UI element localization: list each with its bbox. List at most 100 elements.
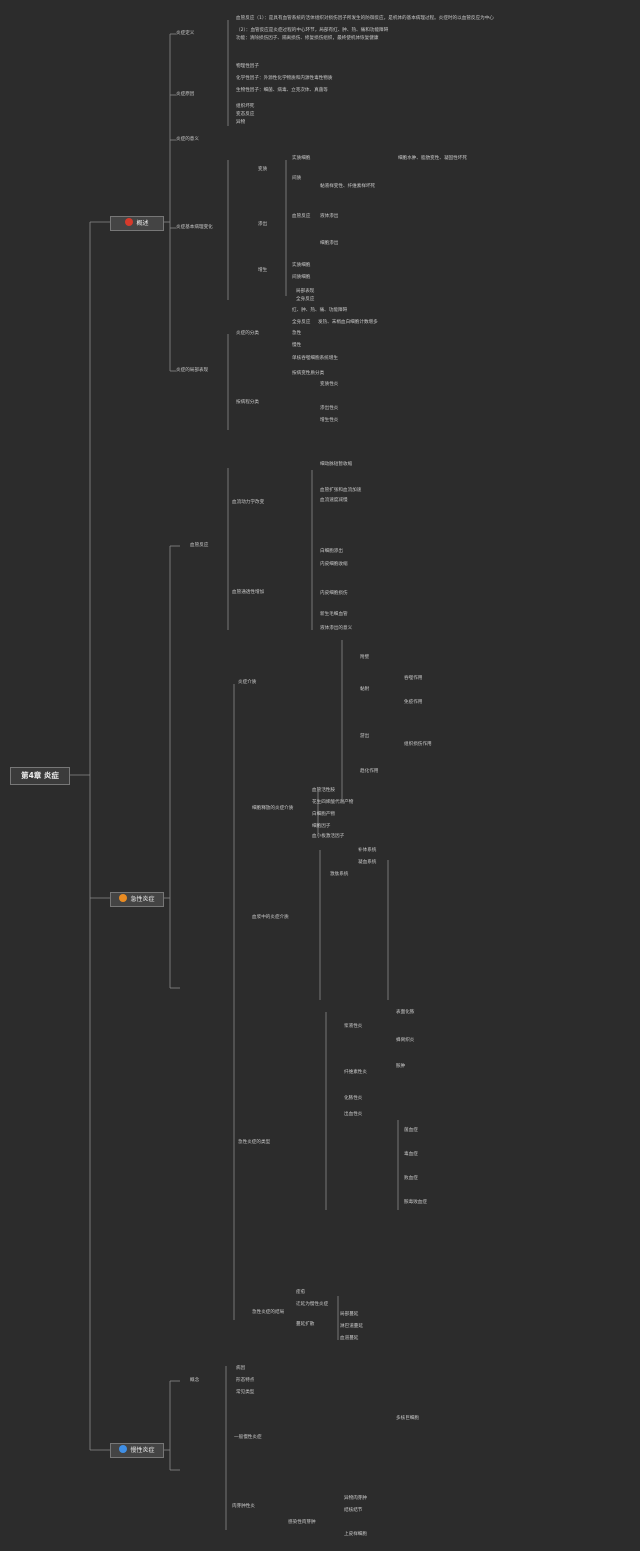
topic-node[interactable]: 形态特点 (236, 1378, 255, 1383)
topic-node[interactable]: 白细胞渗出 (320, 549, 343, 554)
topic-node[interactable]: 血浆中的炎症介质 (252, 915, 289, 920)
topic-node[interactable]: 化学性因子：外源性化学物质和内源性毒性物质 (236, 76, 333, 81)
branch-chronic[interactable]: 慢性炎症 (110, 1443, 164, 1458)
root-node[interactable]: 第4章 炎症 (10, 767, 70, 785)
topic-node[interactable]: 变态反应 (236, 112, 255, 117)
topic-node[interactable]: 血小板激活因子 (312, 834, 345, 839)
topic-node[interactable]: 急性炎症的类型 (238, 1140, 271, 1145)
topic-node[interactable]: 一般慢性炎症 (234, 1435, 262, 1440)
topic-node[interactable]: 浆液性炎 (344, 1024, 363, 1029)
topic-node[interactable]: 化脓性炎 (344, 1096, 363, 1101)
topic-node[interactable]: 变质性炎 (320, 382, 339, 387)
topic-node[interactable]: 菌血症 (404, 1128, 418, 1133)
topic-node[interactable]: 细胞水肿、脂肪变性、凝固性坏死 (398, 156, 467, 161)
topic-node[interactable]: 按病变性质分类 (292, 371, 325, 376)
topic-node[interactable]: 痊愈 (296, 1290, 306, 1295)
topic-node[interactable]: 花生四烯酸代谢产物 (312, 800, 354, 805)
topic-node[interactable]: 生物性因子：细菌、病毒、立克次体、真菌等 (236, 88, 328, 93)
topic-node[interactable]: 新生毛细血管 (320, 612, 348, 617)
topic-node[interactable]: 血道蔓延 (340, 1336, 359, 1341)
topic-node[interactable]: 凝血系统 (358, 860, 377, 865)
topic-node[interactable]: 实质细胞 (292, 156, 311, 161)
topic-node[interactable]: 内皮细胞收缩 (320, 562, 348, 567)
topic-node[interactable]: 脓毒败血症 (404, 1200, 427, 1205)
topic-node[interactable]: 游出 (360, 734, 370, 739)
branch-overview[interactable]: 概述 (110, 216, 164, 231)
topic-node[interactable]: 内皮细胞损伤 (320, 591, 348, 596)
topic-node[interactable]: 感染性肉芽肿 (288, 1520, 316, 1525)
topic-node[interactable]: 组织损伤作用 (404, 742, 432, 747)
topic-node[interactable]: 异物肉芽肿 (344, 1496, 367, 1501)
topic-node[interactable]: 补体系统 (358, 848, 377, 853)
topic-node[interactable]: 细胞渗出 (320, 241, 339, 246)
topic-node[interactable]: 概念 (190, 1378, 200, 1383)
topic-node[interactable]: 附壁 (360, 655, 370, 660)
topic-node[interactable]: 发热、末梢血白细胞计数增多 (318, 320, 378, 325)
topic-node[interactable]: 细胞释放的炎症介质 (252, 806, 294, 811)
topic-node[interactable]: 血管扩张和血流加速 (320, 488, 362, 493)
topic-node[interactable]: 表面化脓 (396, 1010, 415, 1015)
topic-node[interactable]: 多核巨细胞 (396, 1416, 419, 1421)
topic-node[interactable]: 全身反应 (296, 297, 315, 302)
topic-node[interactable]: 炎症定义 (176, 31, 195, 36)
topic-node[interactable]: 红、肿、热、痛、功能障碍 (292, 308, 348, 313)
topic-node[interactable]: 黏液样变性、纤维素样坏死 (320, 184, 376, 189)
topic-node[interactable]: 局部表现 (296, 289, 315, 294)
topic-node[interactable]: 出血性炎 (344, 1112, 363, 1117)
topic-node[interactable]: 血管反应（1）：是具有血管系统的活体组织对损伤因子所发生的防御反应，是机体的基本… (236, 16, 494, 21)
branch-acute[interactable]: 急性炎症 (110, 892, 164, 907)
topic-node[interactable]: 蔓延扩散 (296, 1322, 315, 1327)
topic-node[interactable]: 渗出性炎 (320, 406, 339, 411)
topic-node[interactable]: 功能：清除损伤因子、隔离损伤、修复损伤组织，最终使机体恢复健康 (236, 36, 379, 41)
topic-node[interactable]: 间质 (292, 176, 302, 181)
topic-node[interactable]: 变质 (258, 167, 268, 172)
topic-node[interactable]: 免疫作用 (404, 700, 423, 705)
topic-node[interactable]: 激肽系统 (330, 872, 349, 877)
topic-node[interactable]: 炎症的分类 (236, 331, 259, 336)
topic-node[interactable]: 物理性因子 (236, 64, 259, 69)
topic-node[interactable]: 液体渗出 (320, 214, 339, 219)
topic-node[interactable]: 增生 (258, 268, 268, 273)
topic-node[interactable]: 肉芽肿性炎 (232, 1504, 255, 1509)
topic-node[interactable]: 血管通透性增加 (232, 590, 265, 595)
topic-node[interactable]: 毒血症 (404, 1152, 418, 1157)
topic-node[interactable]: 败血症 (404, 1176, 418, 1181)
topic-node[interactable]: 纤维素性炎 (344, 1070, 367, 1075)
topic-node[interactable]: 蜂窝织炎 (396, 1038, 415, 1043)
topic-node[interactable]: 淋巴道蔓延 (340, 1324, 363, 1329)
topic-node[interactable]: （2）：血管反应是炎症过程的中心环节，局部有红、肿、热、痛和功能障碍 (236, 28, 389, 33)
topic-node[interactable]: 炎症介质 (238, 680, 257, 685)
topic-node[interactable]: 迁延为慢性炎症 (296, 1302, 329, 1307)
topic-node[interactable]: 异物 (236, 120, 246, 125)
topic-node[interactable]: 炎症的意义 (176, 137, 199, 142)
topic-node[interactable]: 血流动力学改变 (232, 500, 265, 505)
topic-node[interactable]: 炎症的局部表现 (176, 368, 209, 373)
topic-node[interactable]: 液体渗出的意义 (320, 626, 353, 631)
topic-node[interactable]: 实质细胞 (292, 263, 311, 268)
topic-node[interactable]: 脓肿 (396, 1064, 406, 1069)
topic-node[interactable]: 结核结节 (344, 1508, 363, 1513)
topic-node[interactable]: 炎症基本病理变化 (176, 225, 213, 230)
topic-node[interactable]: 渗出 (258, 222, 268, 227)
topic-node[interactable]: 全身反应 (292, 320, 311, 325)
topic-node[interactable]: 上皮样细胞 (344, 1532, 367, 1537)
topic-node[interactable]: 血管活性胺 (312, 788, 335, 793)
topic-node[interactable]: 局部蔓延 (340, 1312, 359, 1317)
topic-node[interactable]: 炎症原因 (176, 92, 195, 97)
topic-node[interactable]: 急性 (292, 331, 302, 336)
topic-node[interactable]: 常见类型 (236, 1390, 255, 1395)
topic-node[interactable]: 组织坏死 (236, 104, 255, 109)
topic-node[interactable]: 趋化作用 (360, 769, 379, 774)
topic-node[interactable]: 慢性 (292, 343, 302, 348)
topic-node[interactable]: 血流速度减慢 (320, 498, 348, 503)
topic-node[interactable]: 单核吞噬细胞系统增生 (292, 356, 338, 361)
topic-node[interactable]: 增生性炎 (320, 418, 339, 423)
topic-node[interactable]: 间质细胞 (292, 275, 311, 280)
topic-node[interactable]: 急性炎症的结局 (252, 1310, 285, 1315)
topic-node[interactable]: 血管反应 (190, 543, 209, 548)
topic-node[interactable]: 按病程分类 (236, 400, 259, 405)
topic-node[interactable]: 黏附 (360, 687, 370, 692)
topic-node[interactable]: 血管反应 (292, 214, 311, 219)
topic-node[interactable]: 病因 (236, 1366, 246, 1371)
topic-node[interactable]: 吞噬作用 (404, 676, 423, 681)
